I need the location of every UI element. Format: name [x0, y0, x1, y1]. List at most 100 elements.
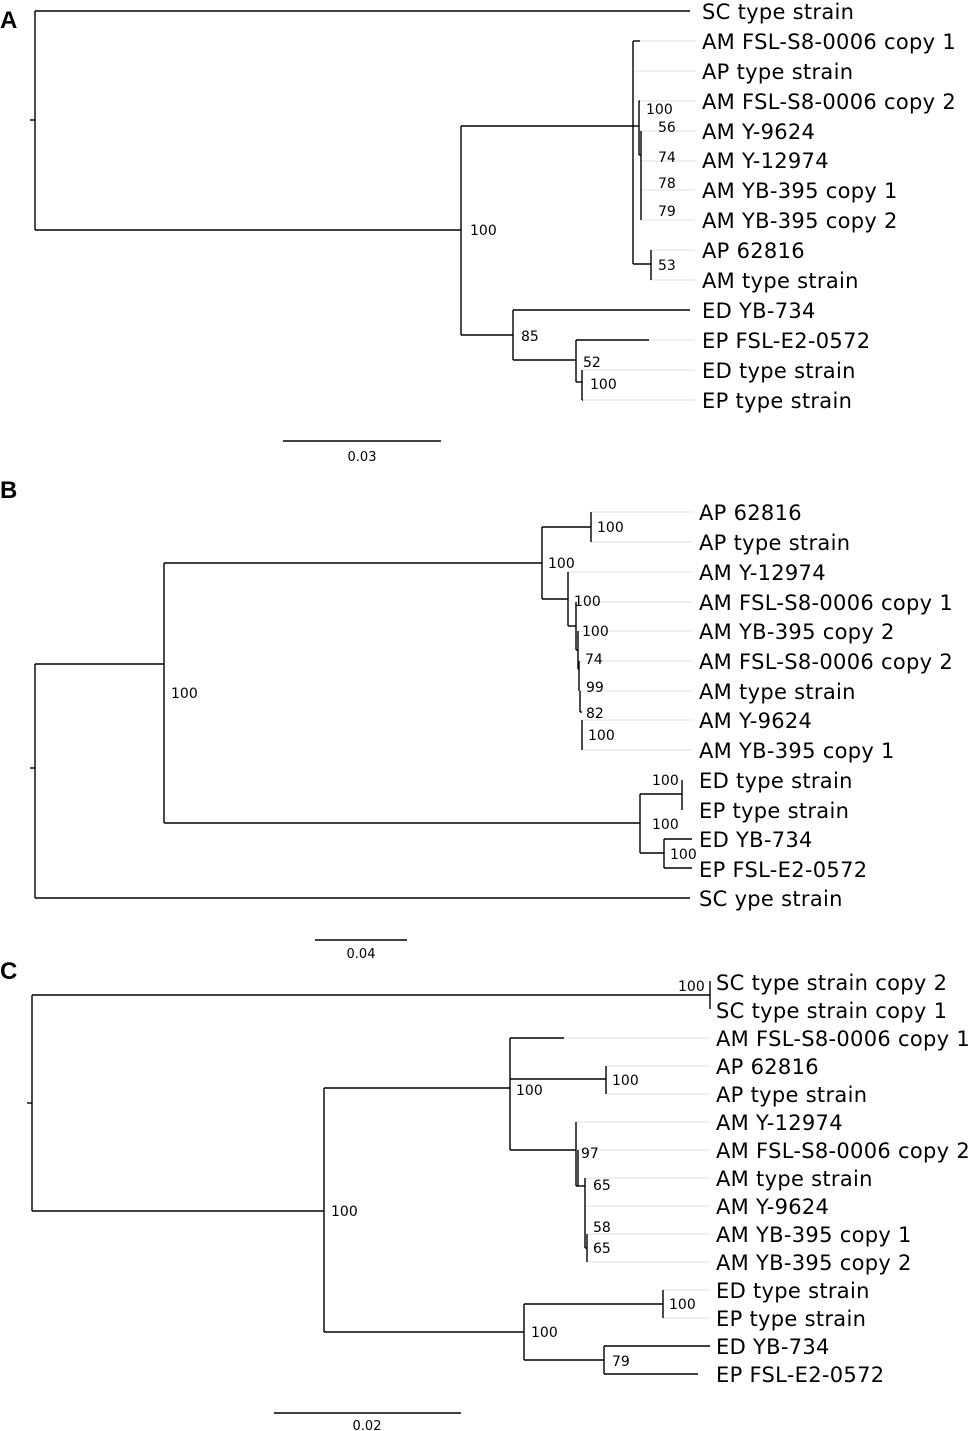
leaf-label: SC type strain copy 1: [716, 999, 947, 1023]
leaf-label: AM YB-395 copy 2: [702, 209, 898, 233]
support-value: 79: [612, 1354, 630, 1370]
support-value: 100: [548, 556, 575, 572]
panel-letter: B: [0, 477, 17, 504]
support-value: 100: [652, 773, 679, 789]
support-value: 100: [470, 223, 497, 239]
support-value: 100: [582, 624, 609, 640]
leaf-label: ED type strain: [702, 359, 856, 383]
panel-letter: A: [0, 7, 17, 34]
support-value: 65: [593, 1241, 611, 1257]
leaf-label: ED YB-734: [716, 1335, 830, 1359]
panel-a: A: [0, 0, 956, 465]
leaf-label: AP 62816: [702, 239, 805, 263]
leaf-label: AM YB-395 copy 1: [702, 179, 898, 203]
support-value: 56: [658, 120, 676, 136]
leaf-label: ED type strain: [699, 769, 853, 793]
support-value: 100: [612, 1073, 639, 1089]
leaf-label: ED type strain: [716, 1279, 870, 1303]
tree-branches: [30, 10, 690, 401]
leaf-label: AM FSL-S8-0006 copy 2: [716, 1139, 969, 1163]
support-value: 100: [531, 1325, 558, 1341]
scale-bar: 0.04: [315, 939, 407, 962]
support-value: 78: [658, 176, 676, 192]
scale-bar: 0.02: [274, 1412, 461, 1431]
support-value: 100: [678, 979, 705, 995]
leaf-label: EP FSL-E2-0572: [716, 1363, 884, 1387]
panel-letter: C: [0, 958, 17, 985]
leaf-label: AM YB-395 copy 2: [716, 1251, 912, 1275]
leaf-label: AM Y-9624: [702, 120, 815, 144]
support-value: 99: [586, 680, 604, 696]
leaf-label: AM type strain: [702, 269, 859, 293]
leaf-label: EP FSL-E2-0572: [702, 329, 870, 353]
tree-branches: [30, 512, 692, 899]
support-value: 82: [586, 706, 604, 722]
leaf-label: AP 62816: [716, 1055, 819, 1079]
support-value: 100: [652, 817, 679, 833]
support-value: 58: [593, 1220, 611, 1236]
support-value: 100: [171, 686, 198, 702]
support-value: 53: [658, 258, 676, 274]
leaf-label: AM FSL-S8-0006 copy 2: [699, 650, 953, 674]
leaf-label: AM FSL-S8-0006 copy 1: [716, 1027, 969, 1051]
leaf-label: AM YB-395 copy 2: [699, 620, 895, 644]
leaf-label: AP type strain: [702, 60, 853, 84]
leaf-label: AM YB-395 copy 1: [716, 1223, 912, 1247]
leader-lines: [568, 511, 692, 751]
support-value: 74: [585, 652, 603, 668]
support-value: 52: [583, 355, 601, 371]
leaf-label: ED YB-734: [699, 828, 813, 852]
leaf-label: AM type strain: [699, 680, 856, 704]
support-value: 100: [646, 102, 673, 118]
leaf-label: AM Y-12974: [702, 149, 829, 173]
scale-bar-label: 0.02: [353, 1419, 382, 1431]
leaf-label: AM FSL-S8-0006 copy 1: [702, 30, 956, 54]
support-values: 100 100 100 97 65 58 65 100 100 100 79: [331, 979, 705, 1370]
leaf-label: SC type strain: [702, 0, 854, 24]
leaf-label: EP type strain: [702, 389, 852, 413]
panel-c: C: [0, 958, 969, 1431]
leaf-label: AP type strain: [699, 531, 850, 555]
scale-bar: 0.03: [283, 440, 441, 465]
leaf-label: EP FSL-E2-0572: [699, 858, 867, 882]
leaf-label: EP type strain: [699, 799, 849, 823]
leaf-label: AP type strain: [716, 1083, 867, 1107]
support-values: 100 100 100 100 74 99 82 100 100 100 100…: [171, 520, 697, 863]
leaf-label: AM YB-395 copy 1: [699, 739, 895, 763]
support-value: 85: [521, 329, 539, 345]
support-value: 65: [593, 1178, 611, 1194]
support-value: 97: [581, 1146, 599, 1162]
support-value: 74: [658, 150, 676, 166]
leader-lines: [582, 40, 695, 401]
leaf-label: EP type strain: [716, 1307, 866, 1331]
support-value: 100: [331, 1204, 358, 1220]
support-value: 100: [669, 1297, 696, 1313]
leaf-label: AM Y-12974: [699, 561, 826, 585]
support-value: 100: [516, 1083, 543, 1099]
support-values: 100 56 74 78 79 100 53 85 52 100: [470, 102, 676, 393]
tree-branches: [27, 981, 711, 1375]
support-value: 100: [670, 847, 697, 863]
leaf-label: SC ype strain: [699, 887, 843, 911]
leaf-label: AM FSL-S8-0006 copy 2: [702, 90, 956, 114]
support-value: 79: [658, 204, 676, 220]
panel-b: B: [0, 477, 953, 962]
leaf-label: ED YB-734: [702, 299, 816, 323]
support-value: 100: [597, 520, 624, 536]
support-value: 100: [574, 594, 601, 610]
leader-lines: [564, 1037, 710, 1319]
scale-bar-label: 0.04: [347, 947, 376, 962]
scale-bar-label: 0.03: [348, 450, 377, 465]
leaf-label: AM Y-12974: [716, 1111, 843, 1135]
leaf-labels: AP 62816 AP type strain AM Y-12974 AM FS…: [699, 501, 953, 911]
support-value: 100: [590, 377, 617, 393]
leaf-label: SC type strain copy 2: [716, 971, 947, 995]
leaf-label: AM Y-9624: [716, 1195, 829, 1219]
leaf-label: AM Y-9624: [699, 709, 812, 733]
leaf-label: AP 62816: [699, 501, 802, 525]
leaf-labels: SC type strain AM FSL-S8-0006 copy 1 AP …: [702, 0, 956, 413]
leaf-label: AM FSL-S8-0006 copy 1: [699, 591, 953, 615]
support-value: 100: [588, 728, 615, 744]
leaf-labels: SC type strain copy 2 SC type strain cop…: [716, 971, 969, 1387]
